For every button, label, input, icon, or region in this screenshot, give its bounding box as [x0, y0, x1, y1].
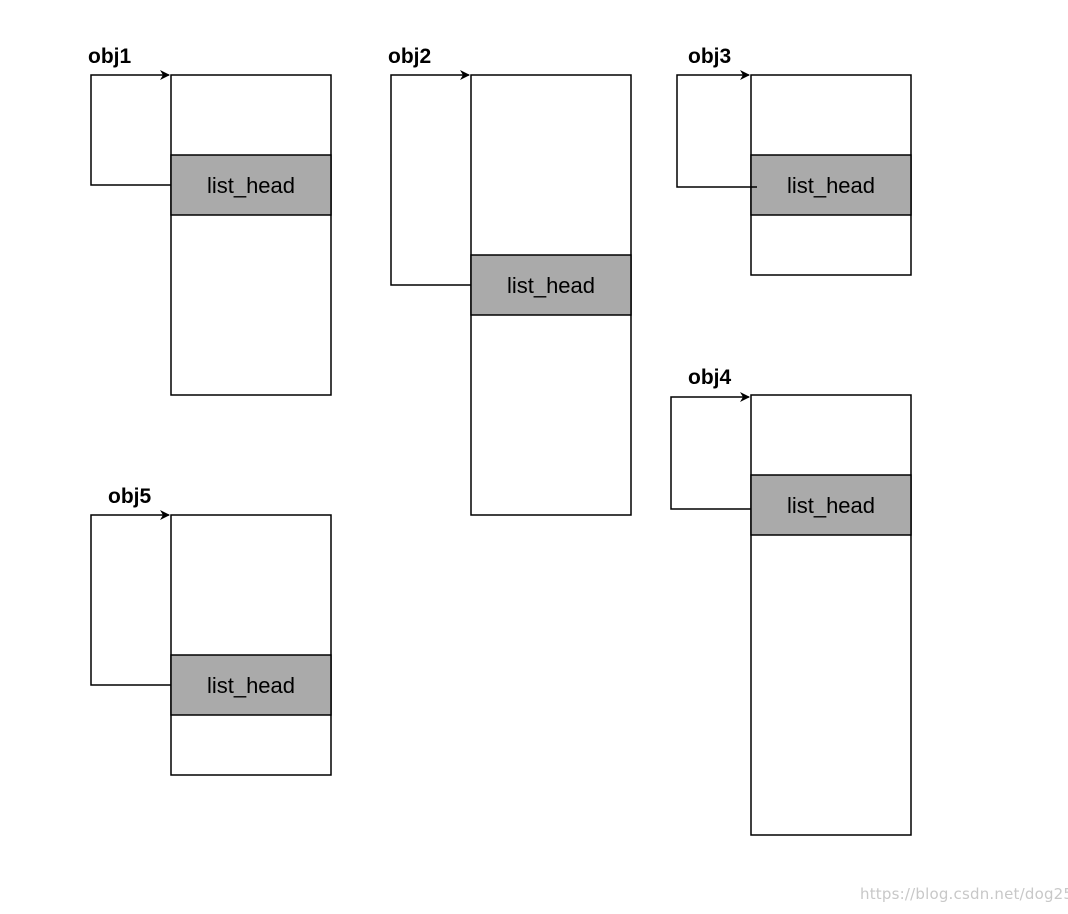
object-obj3: list_head obj3	[676, 45, 912, 276]
object-label: obj3	[688, 45, 731, 68]
list-head-field	[750, 154, 912, 216]
object-obj4: list_head obj4	[670, 366, 912, 836]
object-box	[170, 74, 332, 396]
object-label: obj5	[108, 485, 151, 508]
list-head-label: list_head	[787, 493, 875, 518]
object-obj2: list_head obj2	[388, 45, 632, 516]
watermark-text: https://blog.csdn.net/dog250	[860, 885, 1068, 903]
list-head-label: list_head	[507, 273, 595, 298]
list-head-label: list_head	[207, 173, 295, 198]
object-obj5: list_head obj5	[90, 485, 332, 776]
self-pointer-arrow	[90, 510, 171, 686]
list-head-field	[170, 654, 332, 716]
object-label: obj1	[88, 45, 131, 68]
object-box	[750, 394, 912, 836]
list-head-field	[470, 254, 632, 316]
self-pointer-arrow	[90, 70, 171, 186]
self-pointer-arrow	[676, 70, 757, 188]
object-label: obj2	[388, 45, 431, 68]
object-box	[170, 514, 332, 776]
object-obj1: list_head obj1	[88, 45, 332, 396]
self-pointer-arrow	[390, 70, 471, 286]
list-head-field	[750, 474, 912, 536]
list-head-field	[170, 154, 332, 216]
self-pointer-arrow	[670, 392, 751, 510]
object-label: obj4	[688, 366, 731, 389]
list-head-label: list_head	[787, 173, 875, 198]
list-head-label: list_head	[207, 673, 295, 698]
